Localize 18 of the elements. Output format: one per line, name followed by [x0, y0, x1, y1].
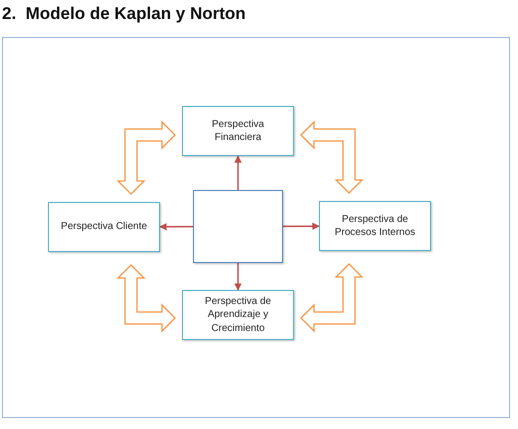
empty-box	[193, 190, 283, 263]
node-label: Perspectiva de Procesos Internos	[334, 212, 416, 240]
node-label: Perspectiva Financiera	[210, 118, 266, 144]
arrow	[283, 222, 320, 230]
double-block-arrow	[300, 263, 364, 333]
perspective-box	[182, 106, 294, 156]
arrow	[234, 263, 242, 291]
title: 2. Modelo de Kaplan y Norton	[2, 4, 246, 24]
perspective-box	[319, 201, 431, 251]
double-block-arrow	[116, 120, 176, 195]
perspective-box	[182, 290, 294, 340]
node-label: Perspectiva Cliente	[60, 220, 148, 234]
perspective-box	[48, 202, 160, 252]
node-label: Perspectiva de Aprendizaje y Crecimiento	[204, 294, 272, 336]
arrow	[234, 155, 242, 190]
double-block-arrow	[300, 120, 364, 194]
arrow	[159, 223, 193, 231]
double-block-arrow	[116, 264, 176, 333]
